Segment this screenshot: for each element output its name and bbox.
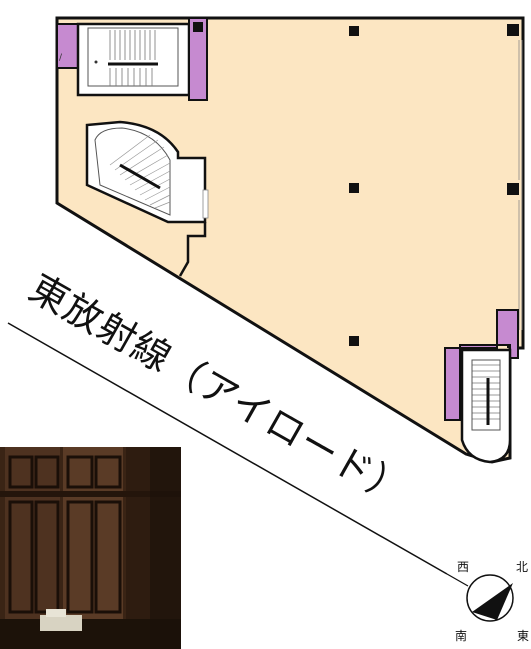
right-staircase (460, 348, 512, 464)
floor-area (55, 16, 525, 464)
utility-column-top (188, 17, 208, 101)
compass-west-label: 西 (457, 560, 470, 574)
compass-east-label: 東 (517, 629, 530, 643)
window-strip-right (518, 40, 523, 330)
compass-south-label: 南 (455, 629, 468, 643)
svg-text:/: / (59, 53, 63, 63)
inner-wall (178, 222, 207, 277)
upper-staircase (76, 22, 191, 97)
street-line (7, 322, 448, 575)
compass-north-label: 北 (516, 560, 529, 574)
compass-icon (446, 573, 514, 622)
interior-photo (0, 447, 181, 649)
